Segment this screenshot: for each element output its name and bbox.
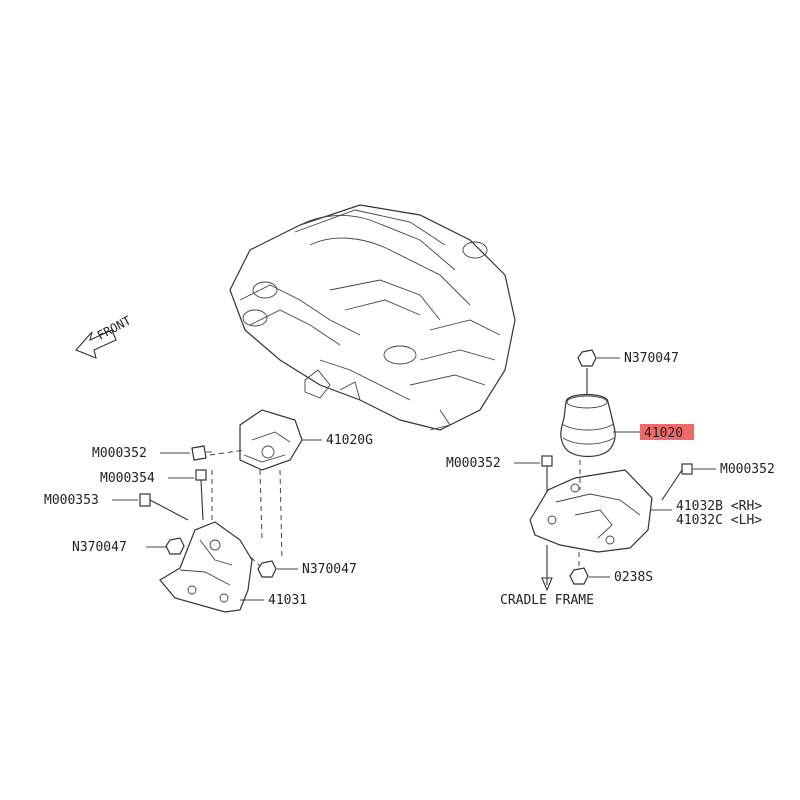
highlight-41020 xyxy=(640,424,694,440)
rear-top-nut-icon xyxy=(577,349,597,367)
label-n370047-left: N370047 xyxy=(72,540,127,555)
label-41020: 41020 xyxy=(644,426,683,441)
label-m000352-rear-right: M000352 xyxy=(720,462,775,477)
rear-bracket xyxy=(529,469,653,553)
front-arrow-icon xyxy=(75,329,117,359)
label-cradle-frame: CRADLE FRAME xyxy=(500,593,594,608)
label-41031: 41031 xyxy=(268,593,307,608)
label-m000353: M000353 xyxy=(44,493,99,508)
label-41032b: 41032B <RH> xyxy=(676,499,762,514)
front-bracket xyxy=(159,521,253,613)
label-41032c: 41032C <LH> xyxy=(676,513,762,528)
front-bolt-top-icon xyxy=(191,445,212,461)
label-0238s: 0238S xyxy=(614,570,653,585)
rear-engine-mount xyxy=(560,393,616,457)
front-label: FRONT xyxy=(95,313,133,342)
front-nut-left-icon xyxy=(165,537,185,555)
label-n370047-mid: N370047 xyxy=(302,562,357,577)
front-nut-right-icon xyxy=(257,560,277,578)
front-bolt-long-icon xyxy=(139,493,189,521)
cradle-frame-arrow-icon xyxy=(541,545,553,592)
front-engine-mount xyxy=(239,409,303,471)
label-n370047-rear: N370047 xyxy=(624,351,679,366)
label-m000352-rear-left: M000352 xyxy=(446,456,501,471)
label-m000352-left: M000352 xyxy=(92,446,147,461)
rear-bolt-right-icon xyxy=(661,463,693,501)
front-bolt-mid-icon xyxy=(195,469,207,521)
label-41020g: 41020G xyxy=(326,433,373,448)
label-m000354: M000354 xyxy=(100,471,155,486)
engine-block xyxy=(229,204,516,431)
rear-washer-icon xyxy=(569,567,589,585)
